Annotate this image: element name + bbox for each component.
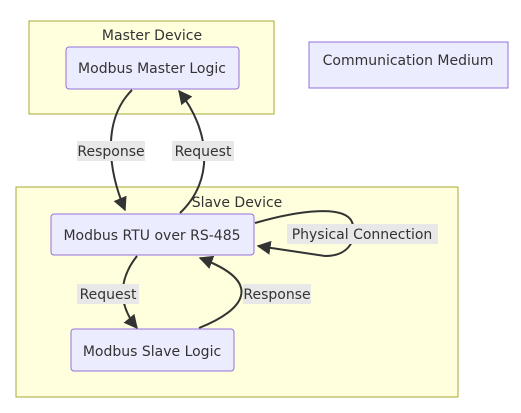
node-modbus-master-logic-box bbox=[65, 46, 240, 90]
node-modbus-rtu[interactable]: Modbus RTU over RS-485 bbox=[50, 213, 255, 256]
edge-label-response-lower: Response bbox=[243, 284, 311, 304]
edge-label-response-lower-bg bbox=[243, 284, 311, 304]
edge-label-request-lower-bg bbox=[77, 284, 139, 304]
node-modbus-slave-logic-label: Modbus Slave Logic bbox=[83, 344, 221, 360]
edge-physical-connection-loop bbox=[254, 210, 355, 258]
edge-label-response-upper-bg bbox=[77, 141, 145, 161]
edge-label-physical-connection-text: Physical Connection bbox=[292, 227, 433, 243]
edge-label-request-upper: Request bbox=[172, 141, 234, 161]
edge-label-physical-connection: Physical Connection bbox=[287, 224, 438, 244]
cluster-slave-device-title: Slave Device bbox=[192, 195, 283, 211]
edge-label-request-lower-text: Request bbox=[80, 287, 137, 303]
edge-label-response-upper: Response bbox=[77, 141, 145, 161]
node-modbus-master-logic-label: Modbus Master Logic bbox=[78, 61, 226, 77]
node-communication-medium-label: Communication Medium bbox=[323, 53, 494, 69]
node-modbus-rtu-box bbox=[50, 213, 255, 256]
cluster-master-device-title: Master Device bbox=[102, 28, 202, 44]
node-communication-medium[interactable]: Communication Medium bbox=[308, 41, 509, 89]
edge-label-request-upper-text: Request bbox=[175, 144, 232, 160]
edge-label-response-lower-text: Response bbox=[243, 287, 310, 303]
node-modbus-rtu-label: Modbus RTU over RS-485 bbox=[63, 228, 240, 244]
node-modbus-slave-logic-box bbox=[70, 328, 235, 372]
edge-response-to-rtu-from-slave bbox=[198, 255, 243, 329]
edge-label-response-upper-text: Response bbox=[77, 144, 144, 160]
edge-label-physical-connection-bg bbox=[287, 224, 438, 244]
edge-label-request-lower: Request bbox=[77, 284, 139, 304]
node-modbus-master-logic[interactable]: Modbus Master Logic bbox=[65, 46, 240, 90]
node-modbus-slave-logic[interactable]: Modbus Slave Logic bbox=[70, 328, 235, 372]
edge-label-request-upper-bg bbox=[172, 141, 234, 161]
node-communication-medium-box bbox=[308, 41, 509, 89]
